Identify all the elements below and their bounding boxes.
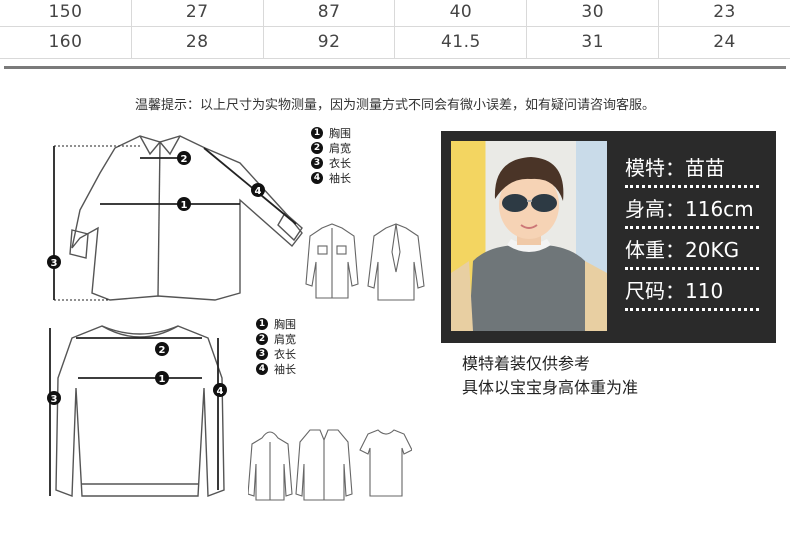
model-size: 尺码：110: [625, 279, 724, 303]
model-photo: [451, 141, 607, 331]
table-row: 150 27 87 40 30 23: [0, 0, 790, 27]
number-badge-icon: 4: [311, 171, 323, 184]
model-name-row: 模特：苗苗: [625, 153, 759, 194]
svg-text:2: 2: [181, 154, 188, 165]
model-info: 模特：苗苗 身高：116cm 体重：20KG 尺码：110: [625, 153, 759, 317]
legend-top: 1 胸围 2 肩宽 3 衣长 4 袖长: [311, 125, 351, 185]
table-cell: 41.5: [395, 27, 528, 58]
sweater-sketches-icon: [248, 429, 412, 501]
legend-label: 袖长: [274, 362, 296, 376]
legend-bottom: 1 胸围 2 肩宽 3 衣长 4 袖长: [256, 316, 296, 376]
legend-item: 2 肩宽: [256, 331, 296, 346]
model-info-card: 模特：苗苗 身高：116cm 体重：20KG 尺码：110: [441, 131, 776, 343]
legend-item: 2 肩宽: [311, 140, 351, 155]
number-badge-icon: 4: [256, 362, 268, 375]
legend-label: 肩宽: [329, 141, 351, 155]
table-cell: 28: [132, 27, 264, 58]
number-badge-icon: 2: [256, 332, 268, 345]
legend-item: 4 袖长: [256, 361, 296, 376]
measurement-tip: 温馨提示：以上尺寸为实物测量，因为测量方式不同会有微小误差，如有疑问请咨询客服。: [134, 98, 655, 113]
dotted-divider: [625, 267, 759, 270]
legend-item: 4 袖长: [311, 170, 351, 185]
table-cell: 27: [132, 0, 264, 26]
legend-label: 胸围: [329, 126, 351, 140]
model-weight: 体重：20KG: [625, 238, 740, 262]
model-height-row: 身高：116cm: [625, 194, 759, 235]
number-badge-icon: 1: [311, 126, 323, 139]
legend-label: 衣长: [329, 156, 351, 170]
table-cell: 150: [0, 0, 132, 26]
svg-text:1: 1: [181, 200, 188, 211]
model-name: 模特：苗苗: [625, 156, 725, 180]
model-size-row: 尺码：110: [625, 276, 759, 317]
table-cell: 30: [527, 0, 660, 26]
number-badge-icon: 3: [256, 347, 268, 360]
legend-label: 衣长: [274, 347, 296, 361]
shirt-measurement-diagram: 2 1 4 3: [47, 135, 303, 301]
table-cell: 92: [264, 27, 396, 58]
legend-item: 3 衣长: [311, 155, 351, 170]
dotted-divider: [625, 308, 759, 311]
dotted-divider: [625, 226, 759, 229]
legend-label: 胸围: [274, 317, 296, 331]
model-note-line2: 具体以宝宝身高体重为准: [462, 378, 639, 397]
legend-label: 袖长: [329, 171, 351, 185]
legend-item: 1 胸围: [256, 316, 296, 331]
svg-text:4: 4: [255, 186, 262, 197]
legend-label: 肩宽: [274, 332, 296, 346]
size-table: 150 27 87 40 30 23 160 28 92 41.5 31 24: [0, 0, 790, 59]
table-cell: 160: [0, 27, 132, 58]
table-row: 160 28 92 41.5 31 24: [0, 27, 790, 59]
boy-with-sunglasses-icon: [451, 157, 607, 331]
svg-text:3: 3: [51, 394, 58, 405]
table-cell: 87: [264, 0, 396, 26]
table-cell: 40: [395, 0, 528, 26]
number-badge-icon: 2: [311, 141, 323, 154]
table-cell: 23: [713, 2, 736, 22]
svg-text:2: 2: [159, 345, 166, 356]
model-note-line1: 模特着装仅供参考: [462, 354, 591, 373]
svg-text:4: 4: [217, 386, 224, 397]
svg-text:1: 1: [159, 374, 166, 385]
table-bottom-divider: [4, 66, 786, 69]
model-height: 身高：116cm: [625, 197, 754, 221]
table-cell: 24: [713, 32, 736, 52]
svg-text:3: 3: [51, 258, 58, 269]
number-badge-icon: 1: [256, 317, 268, 330]
sweater-measurement-diagram: 2 1 4 3: [47, 325, 227, 497]
legend-item: 1 胸围: [311, 125, 351, 140]
dotted-divider: [625, 185, 759, 188]
legend-item: 3 衣长: [256, 346, 296, 361]
jacket-sketches-icon: [305, 223, 425, 301]
model-weight-row: 体重：20KG: [625, 235, 759, 276]
model-note: 模特着装仅供参考 具体以宝宝身高体重为准: [462, 352, 638, 400]
number-badge-icon: 3: [311, 156, 323, 169]
table-cell: 31: [527, 27, 660, 58]
